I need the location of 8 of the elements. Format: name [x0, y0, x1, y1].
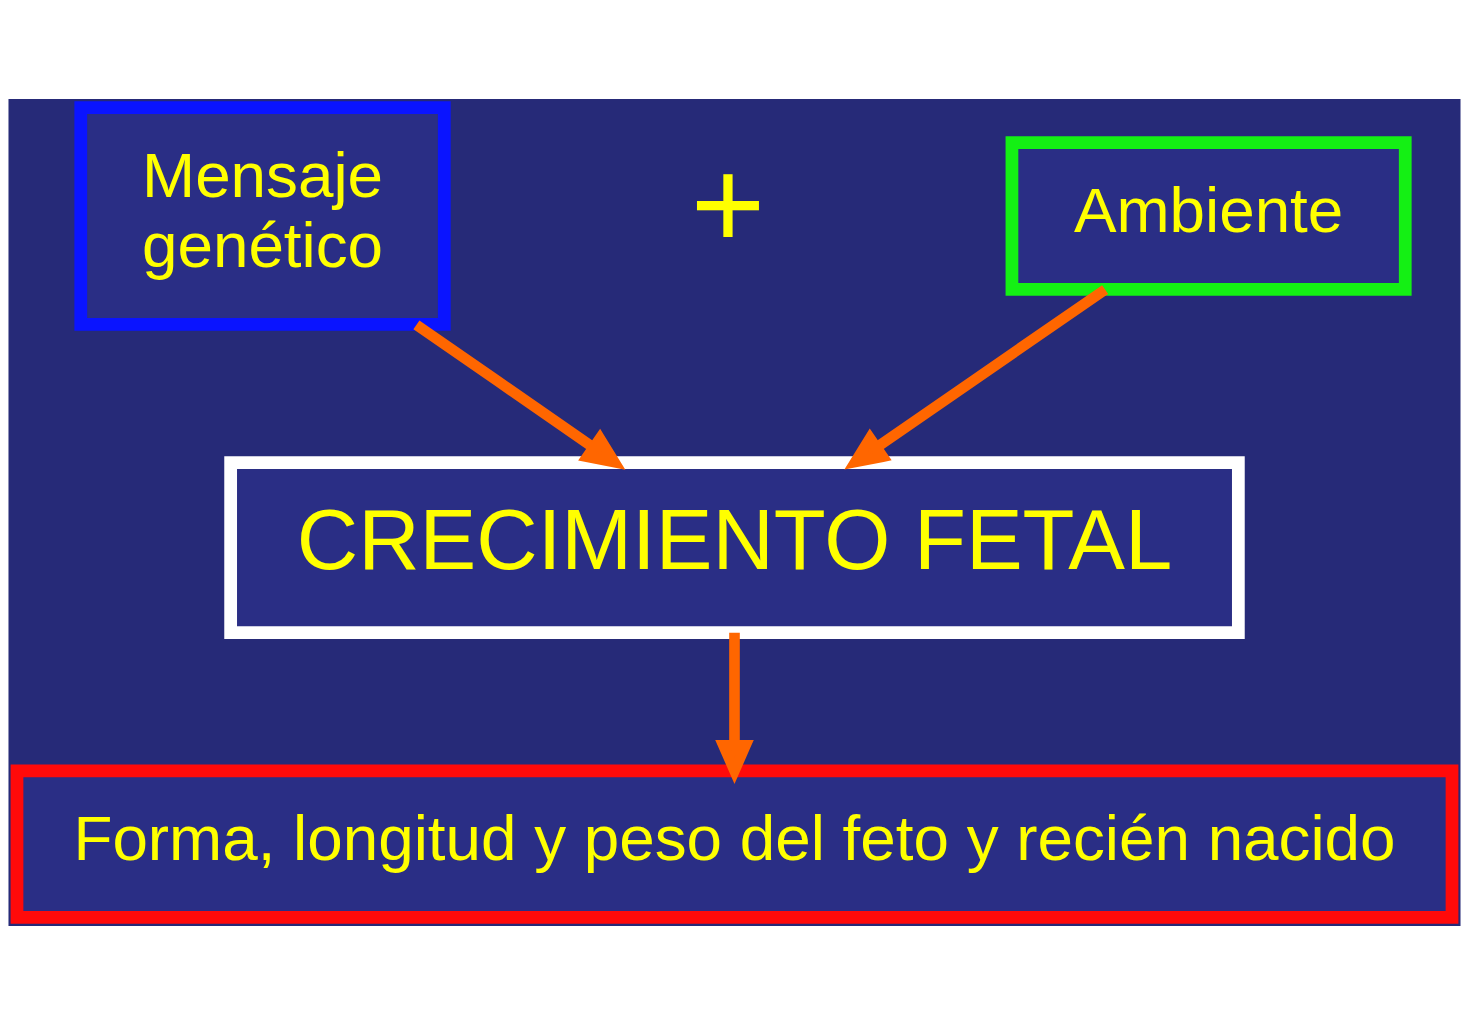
arrow [413, 320, 626, 470]
node-box: Mensaje genético [74, 101, 451, 331]
arrow [844, 285, 1109, 470]
node-box: CRECIMIENTO FETAL [224, 456, 1245, 639]
label: + [690, 132, 766, 275]
node-box: Ambiente [1005, 136, 1412, 296]
arrow [715, 632, 754, 784]
node-box: Forma, longitud y peso del feto y recién nacido [10, 764, 1459, 924]
